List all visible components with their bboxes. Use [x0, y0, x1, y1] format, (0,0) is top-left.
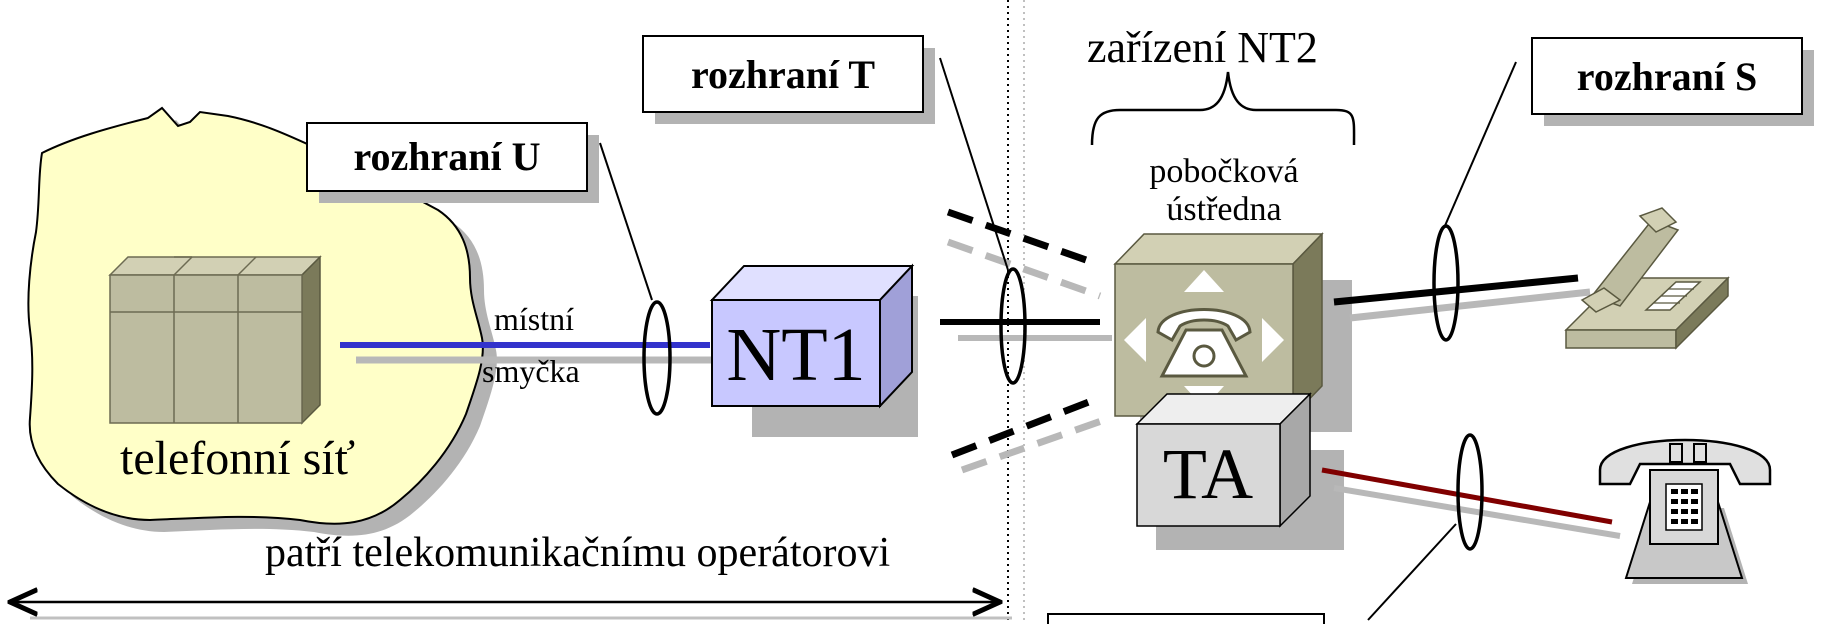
nt2-brace	[1090, 71, 1356, 146]
ta-box: TA	[1135, 392, 1344, 550]
analog-line	[1321, 467, 1613, 525]
interface-u-pointer	[599, 142, 653, 301]
interface-t-label: rozhraní T	[691, 52, 875, 97]
interface-u-label: rozhraní U	[353, 134, 540, 179]
s-line-shadow	[1349, 288, 1591, 322]
interface-s-box	[1531, 37, 1803, 115]
interface-r-ellipse	[1456, 433, 1484, 551]
phone-network-label: telefonní síť	[120, 432, 355, 485]
dashed-line-upper	[946, 208, 1094, 266]
interface-s-ellipse	[1432, 224, 1460, 342]
local-loop-label-2: smyčka	[482, 353, 580, 389]
pbx-handset-icon	[1156, 308, 1252, 378]
pbx-label-2: ústředna	[1166, 191, 1281, 228]
interface-u-box	[306, 122, 588, 192]
s-line	[1333, 274, 1579, 306]
dashed-line-upper-shadow	[946, 238, 1102, 300]
interface-t-ellipse	[999, 267, 1027, 385]
interface-s-pointer	[1443, 61, 1517, 229]
dashed-line-lower-shadow	[960, 414, 1112, 474]
isdn-phone-icon	[1564, 207, 1730, 350]
analog-line-shadow	[1333, 485, 1621, 539]
nt1-box: NT1	[709, 263, 918, 437]
operator-ownership-label: patří telekomunikačnímu operátorovi	[265, 530, 890, 576]
local-loop-label-1: místní	[494, 301, 574, 337]
ta-label: TA	[1163, 434, 1253, 514]
analog-phone-icon	[1598, 438, 1772, 584]
interface-r-box	[1047, 613, 1325, 624]
dashed-line-lower	[950, 396, 1096, 459]
nt1-label: NT1	[726, 313, 865, 397]
exchange-building-icon	[108, 255, 322, 425]
pbx-label-1: pobočková	[1149, 153, 1298, 190]
interface-s-label: rozhraní S	[1577, 54, 1757, 99]
interface-u-ellipse	[642, 300, 672, 416]
nt2-label: zařízení NT2	[1087, 23, 1318, 72]
interface-t-pointer	[939, 57, 1009, 271]
interface-t-box	[642, 35, 924, 113]
interface-r-pointer	[1367, 523, 1457, 621]
